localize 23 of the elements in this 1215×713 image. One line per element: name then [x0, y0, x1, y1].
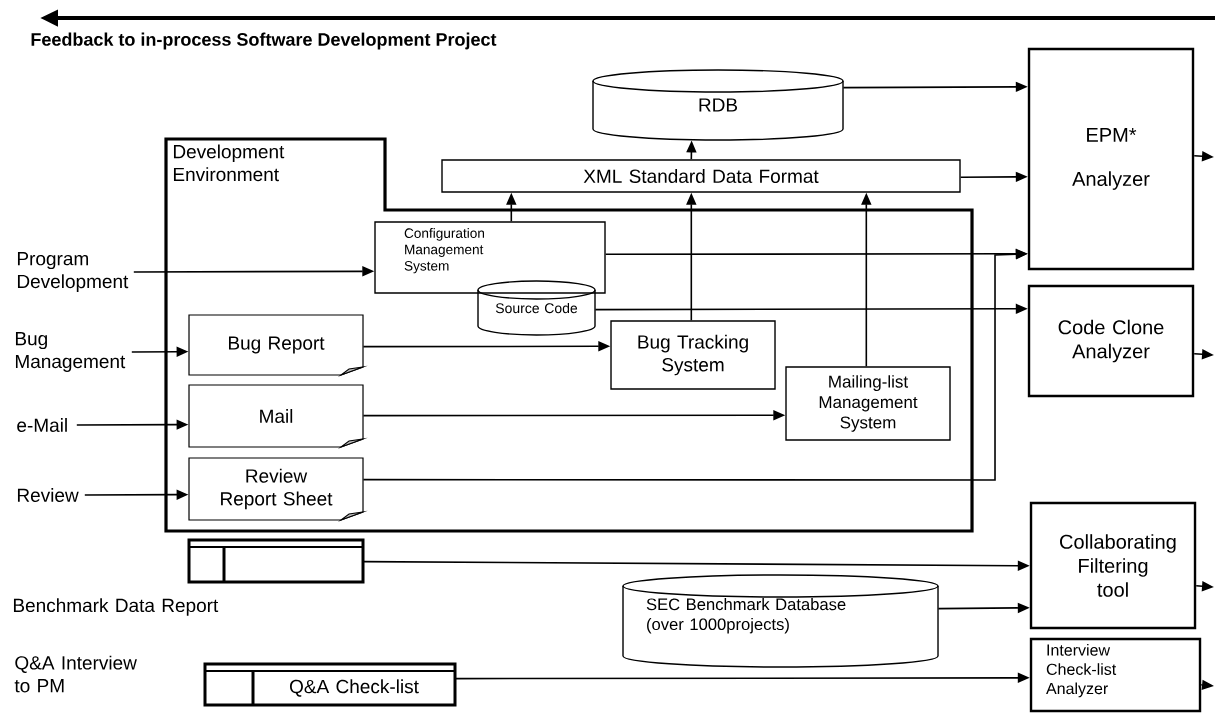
- database-cylinder: SEC Benchmark Database (over 1000projects): [622, 574, 939, 668]
- side-label: Benchmark Data Report: [13, 598, 219, 616]
- format-box: XML Standard Data Format: [441, 159, 961, 193]
- process-box: Bug Tracking System: [610, 320, 776, 390]
- input-label: Review: [17, 488, 79, 502]
- input-label: e-Mail: [17, 418, 67, 432]
- form-table: Q&A Check-list: [203, 662, 457, 707]
- process-box: Configuration Management System: [374, 221, 606, 294]
- analyzer-box: Code Clone Analyzer: [1027, 284, 1195, 398]
- form-table: [187, 538, 365, 584]
- node-label: Source Code: [495, 302, 578, 314]
- input-label: Bug Management: [15, 332, 126, 372]
- analyzer-box: Interview Check-list Analyzer: [1029, 637, 1202, 713]
- node-label: RDB: [699, 98, 738, 112]
- input-label: Program Development: [17, 252, 129, 292]
- analyzer-box: Collaborating Filtering tool: [1029, 501, 1197, 630]
- node-label: SEC Benchmark Database (over 1000projects): [646, 598, 846, 634]
- side-label: Q&A Interview to PM: [14, 655, 137, 693]
- analyzer-box: EPM* Analyzer: [1027, 47, 1195, 271]
- database-cylinder: RDB: [592, 69, 844, 141]
- database-cylinder: Source Code: [477, 280, 596, 336]
- title-text: Feedback to in-process Software Development Project: [31, 32, 497, 50]
- process-box: Mailing-list Management System: [785, 366, 951, 441]
